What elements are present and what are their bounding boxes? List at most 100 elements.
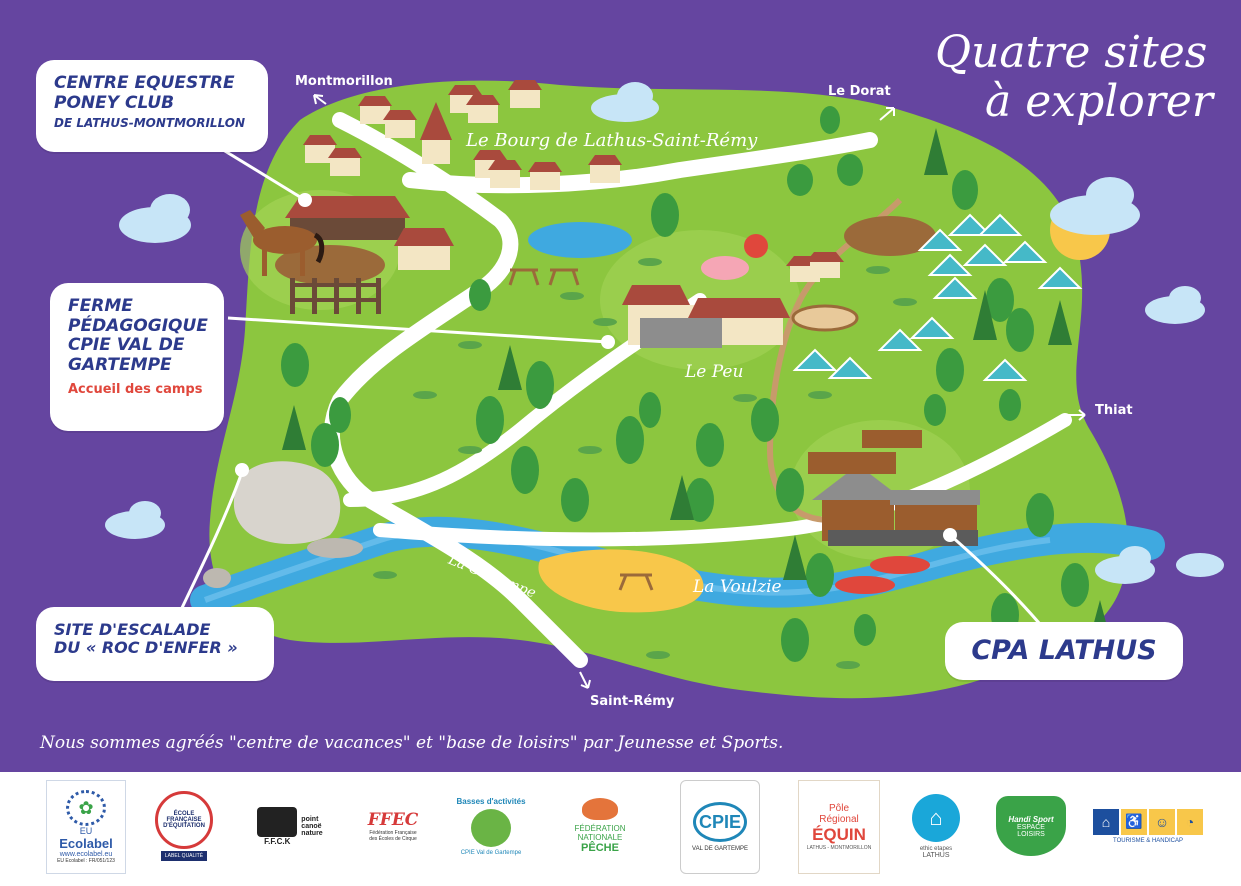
logo-ethic-etapes[interactable]: ⌂ ethic etapes LATHUS [905,780,967,872]
ecolabel-flower-icon: ✿ [66,790,106,826]
logo-ffec-line3: des Écoles de Cirque [369,836,417,842]
callout-site-escalade[interactable]: SITE D'ESCALADE DU « ROC D'ENFER » [36,607,274,681]
clouds [105,82,1224,584]
callout-equestre-line3: DE LATHUS-MONTMORILLON [54,116,246,131]
farm-building [622,252,844,348]
logo-peche-line1: FÉDÉRATION [574,824,626,833]
callout-escalade-line2: DU « ROC D'ENFER » [54,638,238,658]
logo-ffec-line1: FFEC [367,810,419,830]
callout-ferme-sub: Accueil des camps [68,382,203,398]
logo-handisport[interactable]: Handi Sport ESPACE LOISIRS [995,780,1067,872]
logo-cpie-line2: VAL DE GARTEMPE [692,846,748,852]
logo-tourisme-line1: TOURISME & HANDICAP [1113,837,1183,844]
logo-basses-line2: CPIE Val de Gartempe [460,849,522,856]
trees [281,106,1112,662]
tents [792,213,1083,381]
callout-ferme-line2: PÉDAGOGIQUE [68,315,208,336]
logo-ecolabel-line2: Ecolabel [59,836,113,851]
logo-pole-line4: LATHUS - MONTMORILLON [806,845,872,851]
logo-pole-line2: Régional [819,814,859,825]
callout-ferme-line4: GARTEMPE [68,354,172,375]
cpa-building [808,430,980,546]
logo-pole-line1: Pôle [828,803,849,814]
callout-ferme-line1: FERME [68,296,133,316]
place-thiat: Thiat [1095,403,1133,418]
house-icon: ⌂ [912,793,960,842]
logo-ffck-line1: point [301,815,319,823]
direction-arrows [313,94,1086,689]
place-saint-remy: Saint-Rémy [590,694,675,709]
handisport-shield-icon: Handi Sport ESPACE LOISIRS [996,796,1066,856]
callout-centre-equestre[interactable]: CENTRE EQUESTRE PONEY CLUB DE LATHUS-MON… [36,60,268,152]
callout-connectors [178,146,1047,631]
logo-ecole-line4: LABEL QUALITÉ [160,851,208,861]
logo-tourisme-handicap[interactable]: ⌂ ♿ ☺ ◔ TOURISME & HANDICAP [1090,780,1206,872]
logo-ecolabel-line1: EU [79,826,93,836]
logo-handisport-line1: Handi Sport [1008,814,1054,824]
village-houses [303,80,622,190]
tourisme-handicap-icons: ⌂ ♿ ☺ ◔ [1093,808,1203,835]
callout-cpa-lathus[interactable]: CPA LATHUS [945,622,1183,680]
callout-cpa-label: CPA LATHUS [971,635,1157,667]
logo-ecole-line2: FRANÇAISE [166,817,202,823]
map-background: Quatre sites à explorer CENTRE EQUESTRE … [0,0,1241,772]
logo-basses-line1: Basses d'activités [456,796,526,806]
wheelchair-icon: ♿ [1121,808,1147,835]
house-handicap-icon: ⌂ [1093,808,1119,835]
logo-ecolabel-line3: www.ecolabel.eu [59,851,113,858]
beach-la-voulzie [538,549,704,613]
ffck-paddler-icon [257,806,298,837]
vegetable-garden [844,216,936,256]
hearing-icon: ◔ [1177,808,1203,835]
place-montmorillon: Montmorillon [295,74,393,89]
logo-ecole-equitation[interactable]: ÉCOLE FRANÇAISE D'ÉQUITATION LABEL QUALI… [155,780,213,872]
logo-ethic-line2: LATHUS [922,851,950,859]
horse-icon [240,210,325,276]
callout-dots [235,193,957,542]
logo-ecole-line1: ÉCOLE [173,811,195,817]
logo-handisport-line3: LOISIRS [1017,830,1045,838]
logo-peche-line3: PÊCHE [581,842,619,854]
logo-basses-activites[interactable]: Basses d'activités CPIE Val de Gartempe [452,780,530,872]
illustrated-map [105,80,1224,699]
logo-cpie[interactable]: CPIE VAL DE GARTEMPE [680,780,760,874]
rooster-icon [744,234,768,258]
rock-roc-d-enfer [203,461,363,588]
logo-ffck-line4: F.F.C.K [264,836,291,846]
logo-cpie-line1: CPIE [693,802,747,842]
logo-pole-line3: ÉQUIN [812,825,866,844]
logo-ffck-line2: canoë [301,822,322,830]
logo-ethic-line1: ethic etapes [919,845,953,852]
fish-icon [582,798,618,820]
title-line-2: à explorer [985,76,1213,128]
pig-icon [701,256,749,280]
place-le-dorat: Le Dorat [828,84,891,99]
logo-ffck[interactable]: F.F.C.K point canoë nature [240,780,340,872]
logo-peche-line2: NATIONALE [577,833,623,842]
partner-logos: ✿ EU Ecolabel www.ecolabel.eu EU Ecolabe… [0,772,1241,886]
label-la-voulzie: La Voulzie [693,577,782,597]
logo-ffec-line2: Fédération Française [369,830,417,836]
logo-ecolabel[interactable]: ✿ EU Ecolabel www.ecolabel.eu EU Ecolabe… [46,780,126,874]
callout-equestre-line2: PONEY CLUB [54,92,175,113]
callout-ferme-line3: CPIE VAL DE [68,335,185,356]
logo-ecole-line3: D'ÉQUITATION [163,823,205,829]
logo-ffec[interactable]: FFEC Fédération Française des Écoles de … [367,780,419,872]
callout-escalade-line1: SITE D'ESCALADE [54,620,211,639]
logo-ffck-line3: nature [301,829,323,837]
label-bourg: Le Bourg de Lathus-Saint-Rémy [466,130,758,151]
logo-handisport-line2: ESPACE [1017,823,1045,831]
label-le-peu: Le Peu [685,362,744,382]
mental-handicap-icon: ☺ [1149,808,1175,835]
poster-title: Quatre sites à explorer [935,28,1225,127]
accreditation-note: Nous sommes agréés "centre de vacances" … [40,733,784,753]
title-line-1: Quatre sites [935,27,1208,78]
callout-equestre-line1: CENTRE EQUESTRE [54,73,235,93]
ecole-equitation-badge-icon: ÉCOLE FRANÇAISE D'ÉQUITATION [155,791,213,849]
logo-federation-peche[interactable]: FÉDÉRATION NATIONALE PÊCHE [565,780,635,872]
logo-pole-equin[interactable]: Pôle Régional ÉQUIN LATHUS - MONTMORILLO… [798,780,880,874]
callout-ferme-pedagogique[interactable]: FERME PÉDAGOGIQUE CPIE VAL DE GARTEMPE A… [50,283,224,431]
pond [528,222,632,258]
circus-ring [791,304,859,332]
